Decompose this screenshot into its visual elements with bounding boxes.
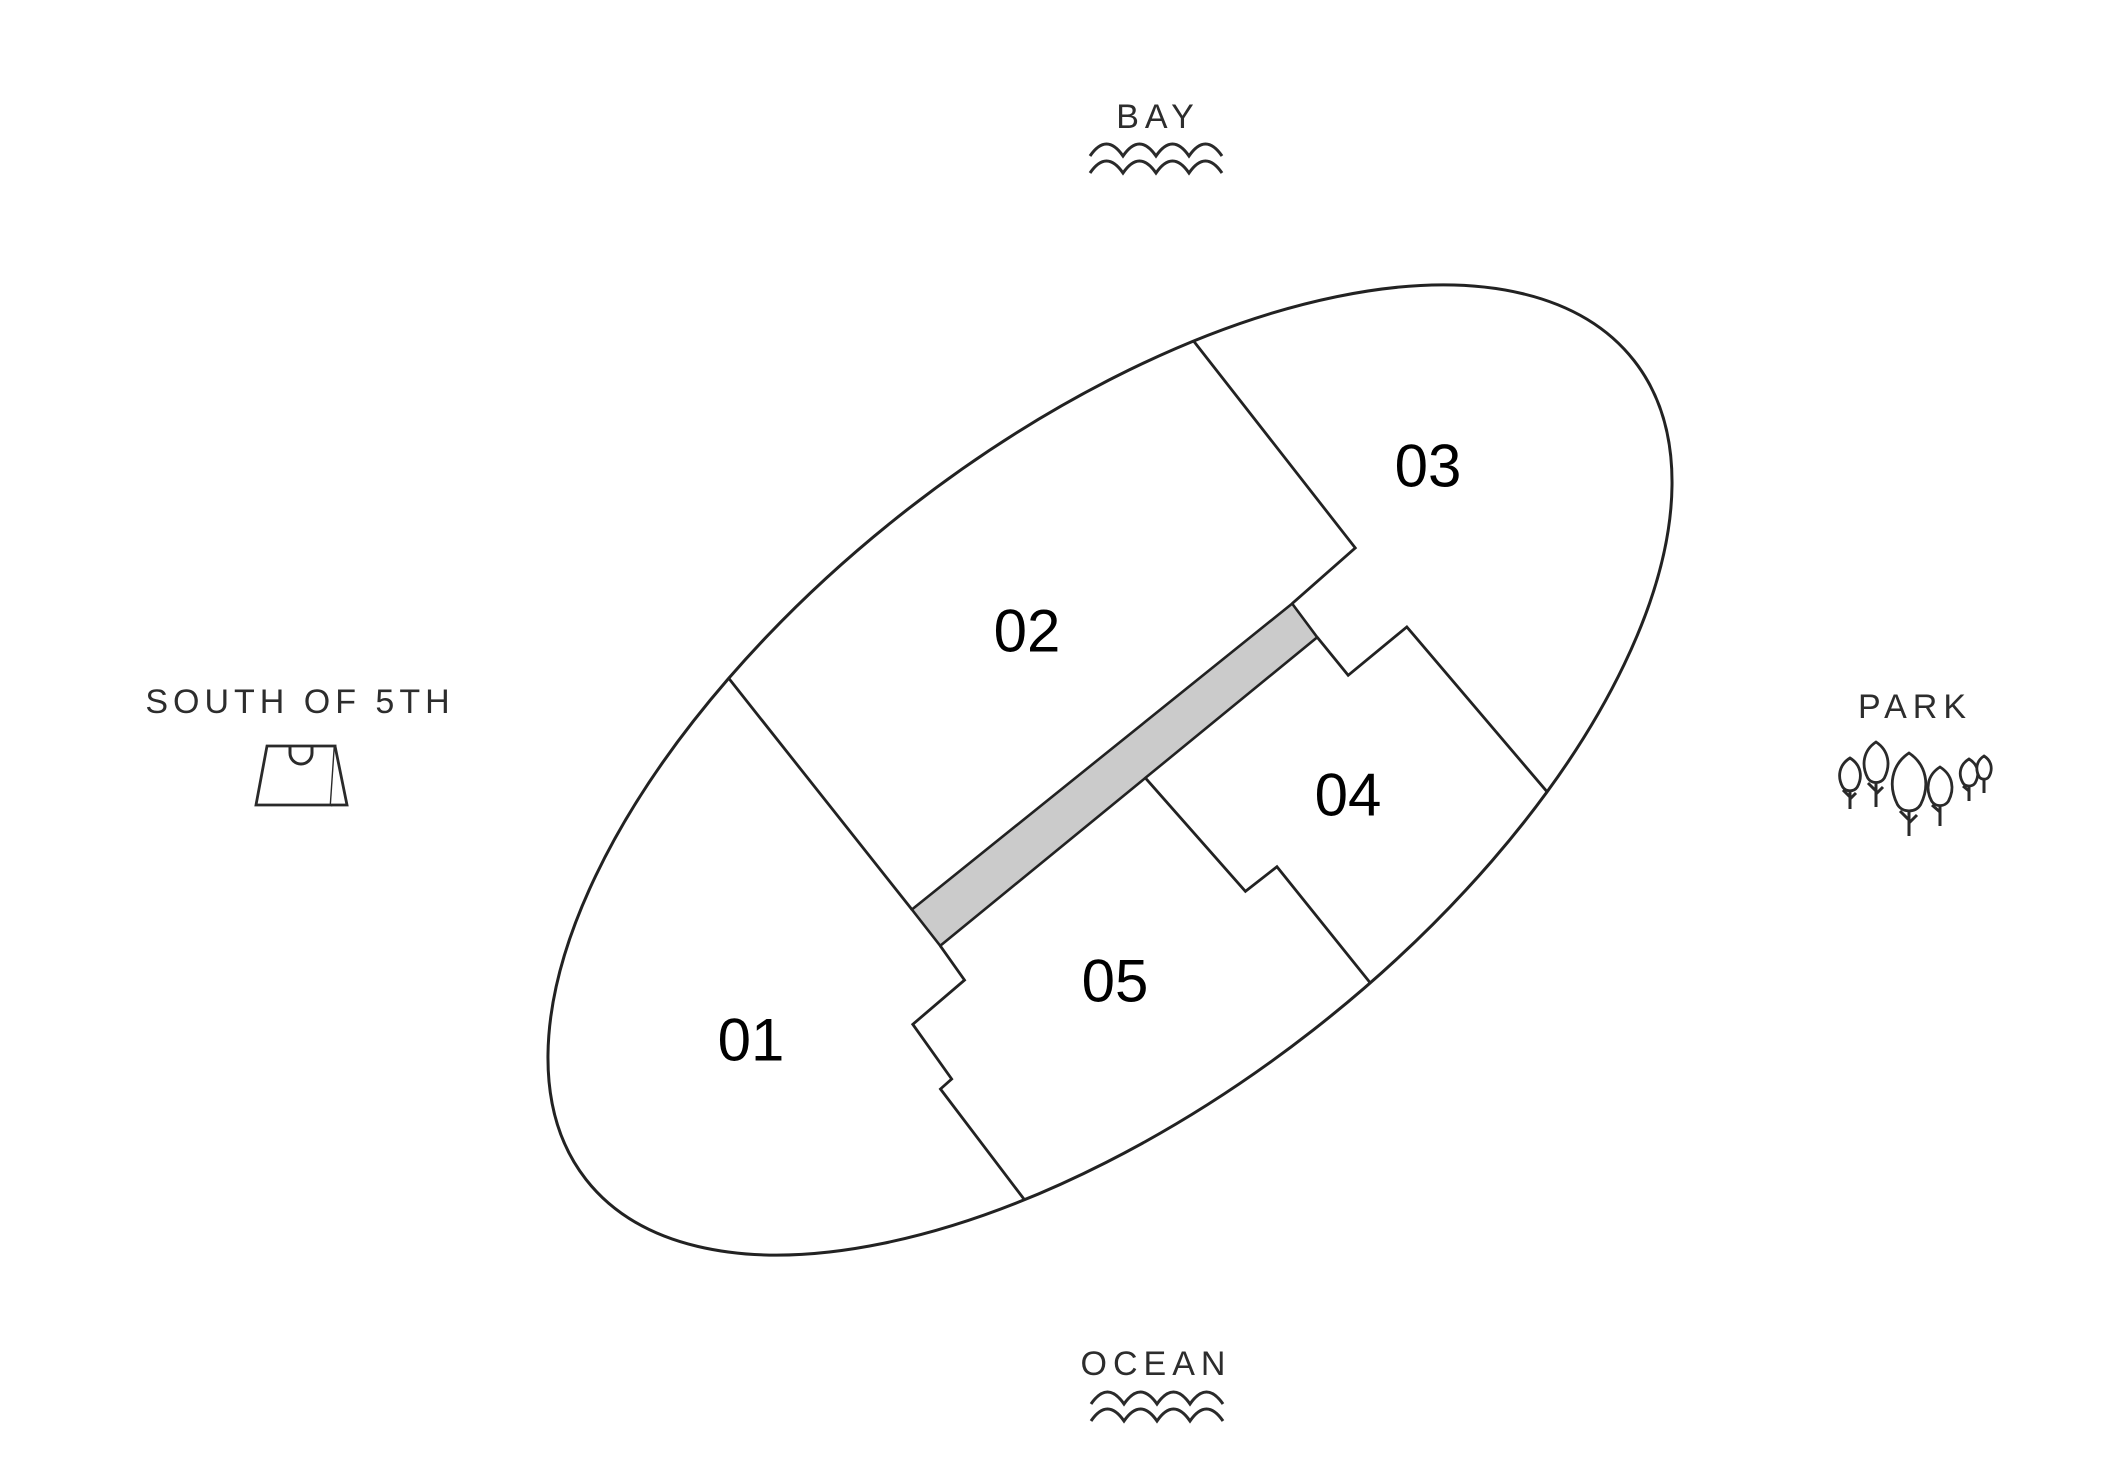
- landmark-ocean: OCEAN: [1081, 1345, 1232, 1424]
- waves-icon: [1088, 142, 1224, 176]
- south-of-5th-label: SOUTH OF 5TH: [145, 683, 454, 721]
- landmark-bay: BAY: [1088, 98, 1224, 176]
- unit-label-05[interactable]: 05: [1082, 948, 1149, 1015]
- boundary-02-03: [1192, 340, 1358, 605]
- landmark-south-of-5th: SOUTH OF 5TH: [145, 683, 454, 807]
- boundary-01-02: [727, 677, 914, 911]
- corridor: [910, 601, 1320, 948]
- unit-label-03[interactable]: 03: [1395, 433, 1462, 500]
- boundary-03-04: [1316, 624, 1548, 793]
- building-group: [546, 283, 1674, 1257]
- landmark-park: PARK: [1838, 688, 1993, 836]
- park-label: PARK: [1858, 688, 1972, 726]
- boundary-01-05: [910, 944, 1026, 1201]
- unit-label-04[interactable]: 04: [1315, 762, 1382, 829]
- bay-label: BAY: [1116, 98, 1200, 136]
- shopping-bag-icon: [254, 744, 349, 807]
- ocean-label: OCEAN: [1081, 1345, 1232, 1383]
- trees-icon: [1838, 740, 1993, 836]
- building-outline: [546, 283, 1674, 1257]
- unit-label-02[interactable]: 02: [994, 598, 1061, 665]
- waves-icon: [1089, 1390, 1225, 1424]
- boundary-04-05: [1144, 776, 1372, 984]
- unit-label-01[interactable]: 01: [718, 1007, 785, 1074]
